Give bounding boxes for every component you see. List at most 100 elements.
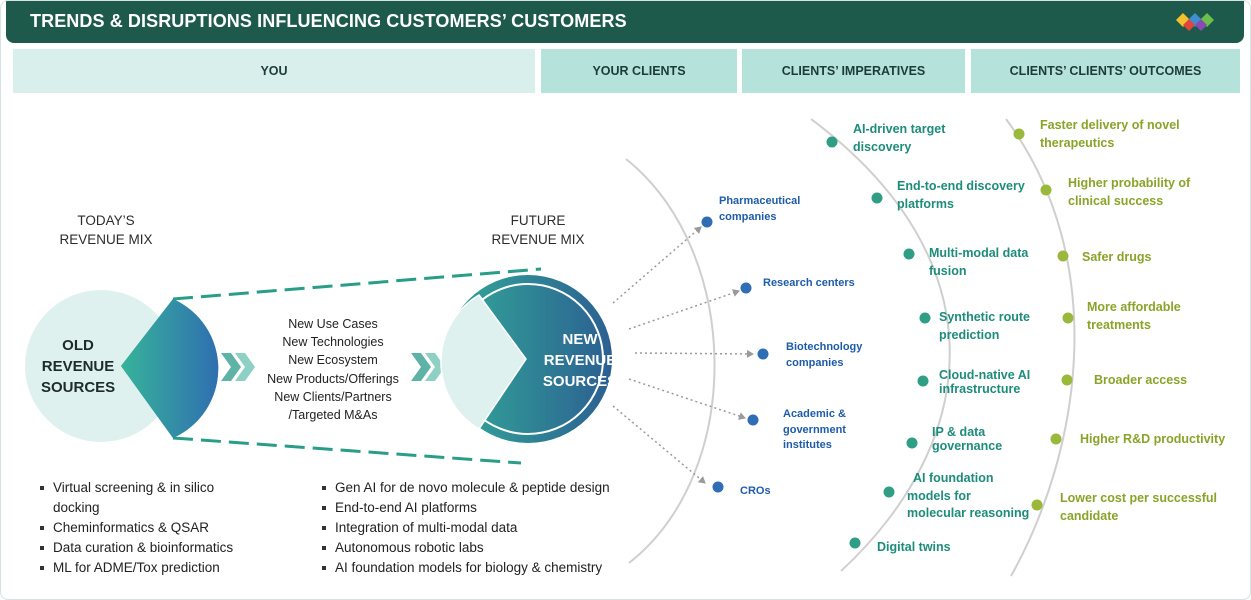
arrow-to-biotech [634, 349, 754, 358]
column-header-outcomes: CLIENTS’ CLIENTS’ OUTCOMES [971, 49, 1240, 93]
client-label-pharmaceutical: Pharmaceutical companies [719, 194, 800, 225]
outcome-line: clinical success [1068, 193, 1164, 208]
outcome-line: Faster delivery of novel [1040, 118, 1180, 132]
client-line: companies [786, 356, 844, 369]
old-sources-line: REVENUE [41, 358, 115, 375]
old-revenue-circle [25, 290, 177, 442]
outcome-faster-delivery: Faster delivery of novel therapeutics [1040, 117, 1180, 152]
outcome-line: Higher R&D productivity [1080, 432, 1226, 446]
future-revenue-mix-label: FUTURE REVENUE MIX [485, 211, 591, 249]
imperative-ip-governance: IP & data governance [932, 425, 1002, 453]
driver-item: New Products/Offerings [267, 371, 399, 386]
imperative-line: infrastructure [939, 382, 1021, 396]
outcome-affordable: More affordable treatments [1087, 299, 1181, 334]
outcome-rd-productivity: Higher R&D productivity [1080, 431, 1225, 449]
today-revenue-mix-label: TODAY’S REVENUE MIX [53, 211, 159, 249]
dashed-connector-bottom [172, 436, 522, 465]
list-item: End-to-end AI platforms [321, 498, 621, 518]
client-line: government [783, 423, 846, 436]
chevron-arrow-icon [221, 353, 255, 381]
arrow-to-pharma [612, 226, 702, 304]
future-label-line: FUTURE [510, 213, 566, 228]
old-sources-line: SOURCES [41, 379, 116, 396]
imperative-line: platforms [897, 196, 954, 211]
outcome-line: treatments [1087, 317, 1151, 332]
imperative-dot [903, 248, 915, 260]
future-label-line: REVENUE MIX [491, 232, 585, 247]
client-label-academic: Academic & government institutes [783, 407, 846, 454]
outcome-dot [1013, 128, 1025, 140]
driver-item: New Clients/Partners [274, 389, 392, 404]
column-header-your-clients: YOUR CLIENTS [541, 49, 737, 93]
new-sources-line: NEW [562, 331, 598, 348]
list-item: Integration of multi-modal data [321, 518, 621, 538]
imperative-line: Synthetic route [939, 310, 1030, 324]
outcome-safer-drugs: Safer drugs [1082, 249, 1151, 267]
driver-item: New Use Cases [288, 317, 378, 331]
driver-item: New Ecosystem [288, 353, 378, 368]
new-revenue-sources-text: NEW REVENUE SOURCES [535, 329, 625, 392]
imperative-line: governance [932, 439, 1003, 453]
old-revenue-sources-text: OLD REVENUE SOURCES [41, 335, 115, 398]
outcome-line: therapeutics [1040, 135, 1115, 150]
outcome-line: Broader access [1094, 373, 1188, 387]
clients-arc [625, 158, 716, 564]
outcome-higher-probability: Higher probability of clinical success [1068, 175, 1190, 210]
today-label-line: REVENUE MIX [59, 232, 153, 247]
arrow-to-academic [628, 378, 746, 420]
imperative-dot [917, 375, 929, 387]
client-dot [747, 414, 759, 426]
imperative-line: molecular reasoning [907, 506, 1030, 520]
list-item: Data curation & bioinformatics [39, 538, 249, 558]
imperative-cloud-native: Cloud-native AI infrastructure [939, 368, 1030, 396]
outcome-dot [1062, 312, 1074, 324]
column-header-imperatives: CLIENTS’ IMPERATIVES [742, 49, 965, 93]
client-dot [757, 348, 769, 360]
outcome-dot [1057, 250, 1069, 262]
client-dot [701, 216, 713, 228]
imperative-line: AI-driven target [853, 122, 946, 136]
imperative-line: Digital twins [877, 540, 951, 554]
client-line: companies [719, 210, 777, 223]
title-bar: TRENDS & DISRUPTIONS INFLUENCING CUSTOME… [6, 1, 1244, 43]
imperative-dot [883, 486, 895, 498]
client-dot [740, 282, 752, 294]
list-item-text: Virtual screening & in silico [53, 480, 215, 495]
client-line: Biotechnology [786, 341, 863, 353]
imperative-multi-modal: Multi-modal data fusion [929, 245, 1028, 280]
outcome-line: More affordable [1087, 300, 1181, 314]
new-items-list: Gen AI for de novo molecule & peptide de… [321, 478, 621, 578]
new-sources-line: SOURCES [542, 373, 618, 390]
client-label-cros: CROs [740, 484, 771, 500]
arrow-to-cros [612, 405, 706, 484]
imperative-ai-target: AI-driven target discovery [853, 121, 945, 156]
imperative-line: models for [907, 488, 971, 503]
list-item: Virtual screening & in silico docking [39, 478, 249, 518]
list-item: AI foundation models for biology & chemi… [321, 558, 621, 578]
old-sources-line: OLD [62, 337, 94, 354]
imperative-line: Multi-modal data [929, 246, 1029, 260]
driver-item: New Technologies [282, 335, 384, 350]
imperative-dot [919, 312, 931, 324]
new-revenue-wedge [440, 294, 527, 431]
outcome-dot [1040, 184, 1052, 196]
imperative-synthetic-route: Synthetic route prediction [939, 309, 1030, 344]
imperative-line: discovery [853, 139, 912, 154]
imperative-line: IP & data [932, 425, 986, 439]
imperative-line: fusion [929, 263, 967, 278]
imperative-line: prediction [939, 327, 1000, 342]
imperative-line: AI foundation [913, 471, 994, 485]
list-item-text: docking [53, 500, 100, 515]
outcome-line: Safer drugs [1082, 250, 1152, 264]
imperative-dot [826, 136, 838, 148]
dashed-connector-top [172, 267, 542, 301]
client-label-research: Research centers [763, 276, 855, 292]
chevron-arrow-icon [411, 353, 445, 381]
outcome-broader-access: Broader access [1094, 372, 1187, 390]
client-line: institutes [783, 439, 832, 451]
new-sources-line: REVENUE [543, 352, 617, 369]
drivers-list: New Use Cases New Technologies New Ecosy… [253, 315, 413, 424]
client-line: Pharmaceutical [719, 195, 801, 207]
